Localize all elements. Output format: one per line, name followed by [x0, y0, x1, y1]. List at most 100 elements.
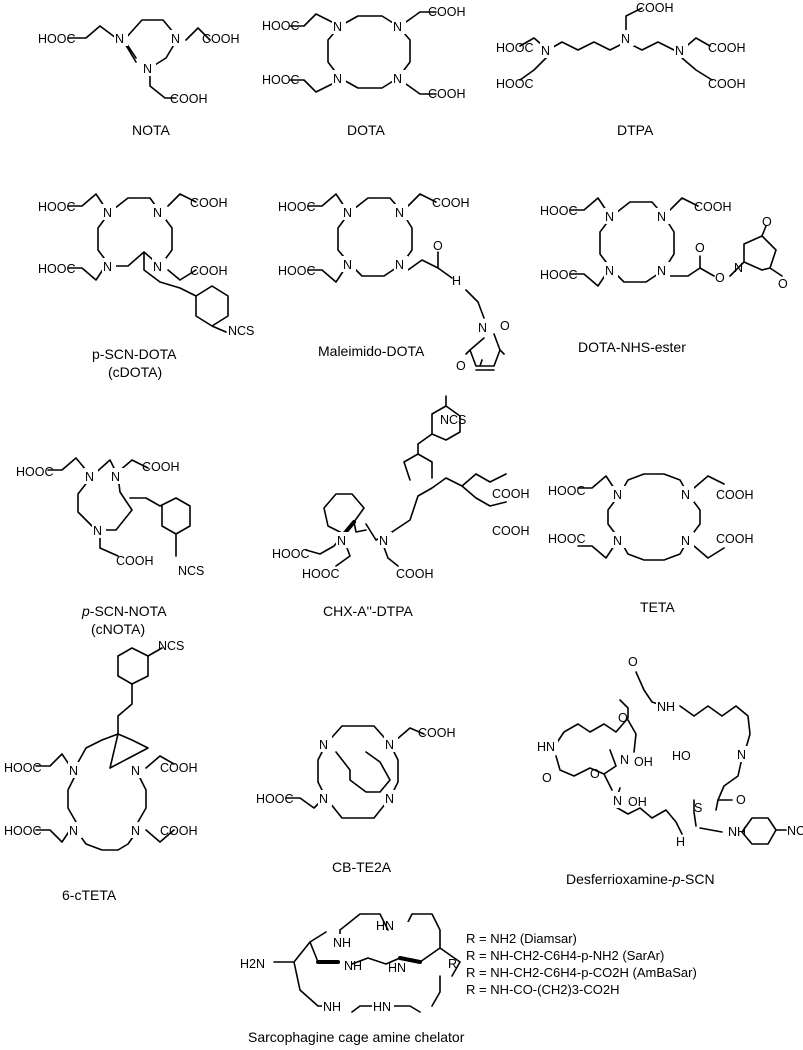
- atom-hooc: HOOC: [278, 200, 316, 214]
- atom-hn: HN: [373, 1000, 391, 1014]
- atom-n: N: [621, 32, 630, 46]
- atom-hooc: HOOC: [256, 792, 294, 806]
- atom-n: N: [131, 764, 140, 778]
- r-group-ambasar: R = NH-CH2-C6H4-p-CO2H (AmBaSar): [466, 965, 697, 980]
- structure-nota: N N N HOOC COOH COOH: [38, 19, 240, 106]
- caption-desferrioxamine: Desferrioxamine-p-SCN: [566, 871, 715, 887]
- r-group-sarar: R = NH-CH2-C6H4-p-NH2 (SarAr): [466, 948, 664, 963]
- atom-n: N: [737, 748, 746, 762]
- atom-hn: HN: [376, 919, 394, 933]
- atom-cooh: COOH: [708, 77, 746, 91]
- atom-n: N: [343, 206, 352, 220]
- atom-hooc: HOOC: [16, 465, 54, 479]
- atom-n: N: [333, 72, 342, 86]
- atom-hooc: HOOC: [496, 41, 534, 55]
- atom-cooh: COOH: [694, 200, 732, 214]
- structure-teta: N N N N HOOC HOOC COOH COOH: [548, 473, 754, 561]
- atom-o: O: [715, 271, 725, 285]
- atom-cooh: COOH: [160, 824, 198, 838]
- atom-o: O: [695, 241, 705, 255]
- atom-n: N: [379, 534, 388, 548]
- atom-n: N: [93, 524, 102, 538]
- atom-ncs: NCS: [228, 324, 254, 338]
- atom-cooh: COOH: [190, 264, 228, 278]
- caption-p-scn-nota: p-SCN-NOTA: [81, 603, 167, 619]
- atom-n: N: [541, 44, 550, 58]
- atom-n: N: [393, 20, 402, 34]
- atom-n: N: [171, 32, 180, 46]
- atom-n: N: [153, 260, 162, 274]
- atom-o: O: [500, 319, 510, 333]
- atom-nh: H: [676, 835, 685, 849]
- atom-cooh: COOH: [716, 532, 754, 546]
- atom-cooh: COOH: [202, 32, 240, 46]
- caption-dtpa: DTPA: [617, 122, 654, 138]
- caption-dfo-pre: Desferrioxamine-: [566, 871, 673, 887]
- atom-ho: HO: [672, 749, 691, 763]
- atom-n: N: [115, 32, 124, 46]
- atom-hooc: HOOC: [540, 268, 578, 282]
- atom-hooc: HOOC: [38, 200, 76, 214]
- caption-dota-nhs-ester: DOTA-NHS-ester: [578, 339, 686, 355]
- caption-p-scn-nota-rest: -SCN-NOTA: [90, 603, 167, 619]
- atom-o: O: [628, 655, 638, 669]
- atom-cooh: COOH: [432, 196, 470, 210]
- atom-n: N: [478, 321, 487, 335]
- atom-hooc: HOOC: [272, 547, 310, 561]
- atom-n: N: [153, 206, 162, 220]
- caption-6-cteta: 6-cTETA: [62, 887, 117, 903]
- atom-hooc: HOOC: [548, 532, 586, 546]
- atom-ncs: NCS: [178, 564, 204, 578]
- atom-cooh: COOH: [708, 41, 746, 55]
- structure-sarcophagine: NH HN NH HN NH HN H2N R: [240, 913, 461, 1014]
- atom-n: N: [613, 534, 622, 548]
- atom-n: N: [85, 470, 94, 484]
- atom-o: O: [433, 239, 443, 253]
- atom-cooh: COOH: [428, 87, 466, 101]
- caption-p-italic: p: [81, 603, 90, 619]
- atom-hooc: HOOC: [38, 32, 76, 46]
- atom-cooh: COOH: [716, 488, 754, 502]
- caption-dfo-p: p: [672, 871, 681, 887]
- sarcophagine-legend: R = NH2 (Diamsar) R = NH-CH2-C6H4-p-NH2 …: [466, 931, 697, 997]
- atom-n: N: [657, 210, 666, 224]
- atom-nh: NH: [728, 825, 746, 839]
- atom-o: O: [762, 215, 772, 229]
- atom-ncs: NCS: [158, 639, 184, 653]
- atom-ncs: NCS: [787, 824, 803, 838]
- structure-dota: N N N N HOOC HOOC COOH COOH: [262, 5, 466, 101]
- atom-n: N: [605, 264, 614, 278]
- atom-n: N: [395, 206, 404, 220]
- atom-n: N: [333, 20, 342, 34]
- atom-nh: NH: [333, 936, 351, 950]
- atom-cooh: COOH: [142, 460, 180, 474]
- atom-hooc: HOOC: [278, 264, 316, 278]
- caption-dfo-post: -SCN: [680, 871, 714, 887]
- caption-dota: DOTA: [347, 122, 386, 138]
- atom-n: N: [103, 260, 112, 274]
- caption-nota: NOTA: [132, 122, 171, 138]
- atom-hooc: HOOC: [4, 824, 42, 838]
- atom-hooc: HOOC: [496, 77, 534, 91]
- atom-ncs: NCS: [440, 413, 466, 427]
- atom-n: N: [620, 753, 629, 767]
- atom-hooc: HOOC: [540, 204, 578, 218]
- atom-n: N: [131, 824, 140, 838]
- atom-hooc: HOOC: [302, 567, 340, 581]
- atom-cooh: COOH: [160, 761, 198, 775]
- structure-dota-nhs-ester: N N N N HOOC HOOC COOH O O N O O: [540, 197, 788, 291]
- atom-n: N: [657, 264, 666, 278]
- caption-p-scn-dota: p-SCN-DOTA: [92, 346, 177, 362]
- atom-cooh: COOH: [116, 554, 154, 568]
- atom-n: N: [319, 738, 328, 752]
- structure-p-scn-nota: N N N HOOC COOH COOH NCS: [16, 457, 204, 578]
- atom-cooh: COOH: [636, 1, 674, 15]
- caption-cdota: (cDOTA): [108, 364, 162, 380]
- atom-cooh: COOH: [190, 196, 228, 210]
- atom-o: O: [590, 767, 600, 781]
- atom-hooc: HOOC: [262, 19, 300, 33]
- caption-cb-te2a: CB-TE2A: [332, 859, 392, 875]
- atom-cooh: COOH: [492, 487, 530, 501]
- atom-nh: NH: [657, 700, 675, 714]
- structure-p-scn-dota: N N N N HOOC HOOC COOH COOH NCS: [38, 193, 254, 338]
